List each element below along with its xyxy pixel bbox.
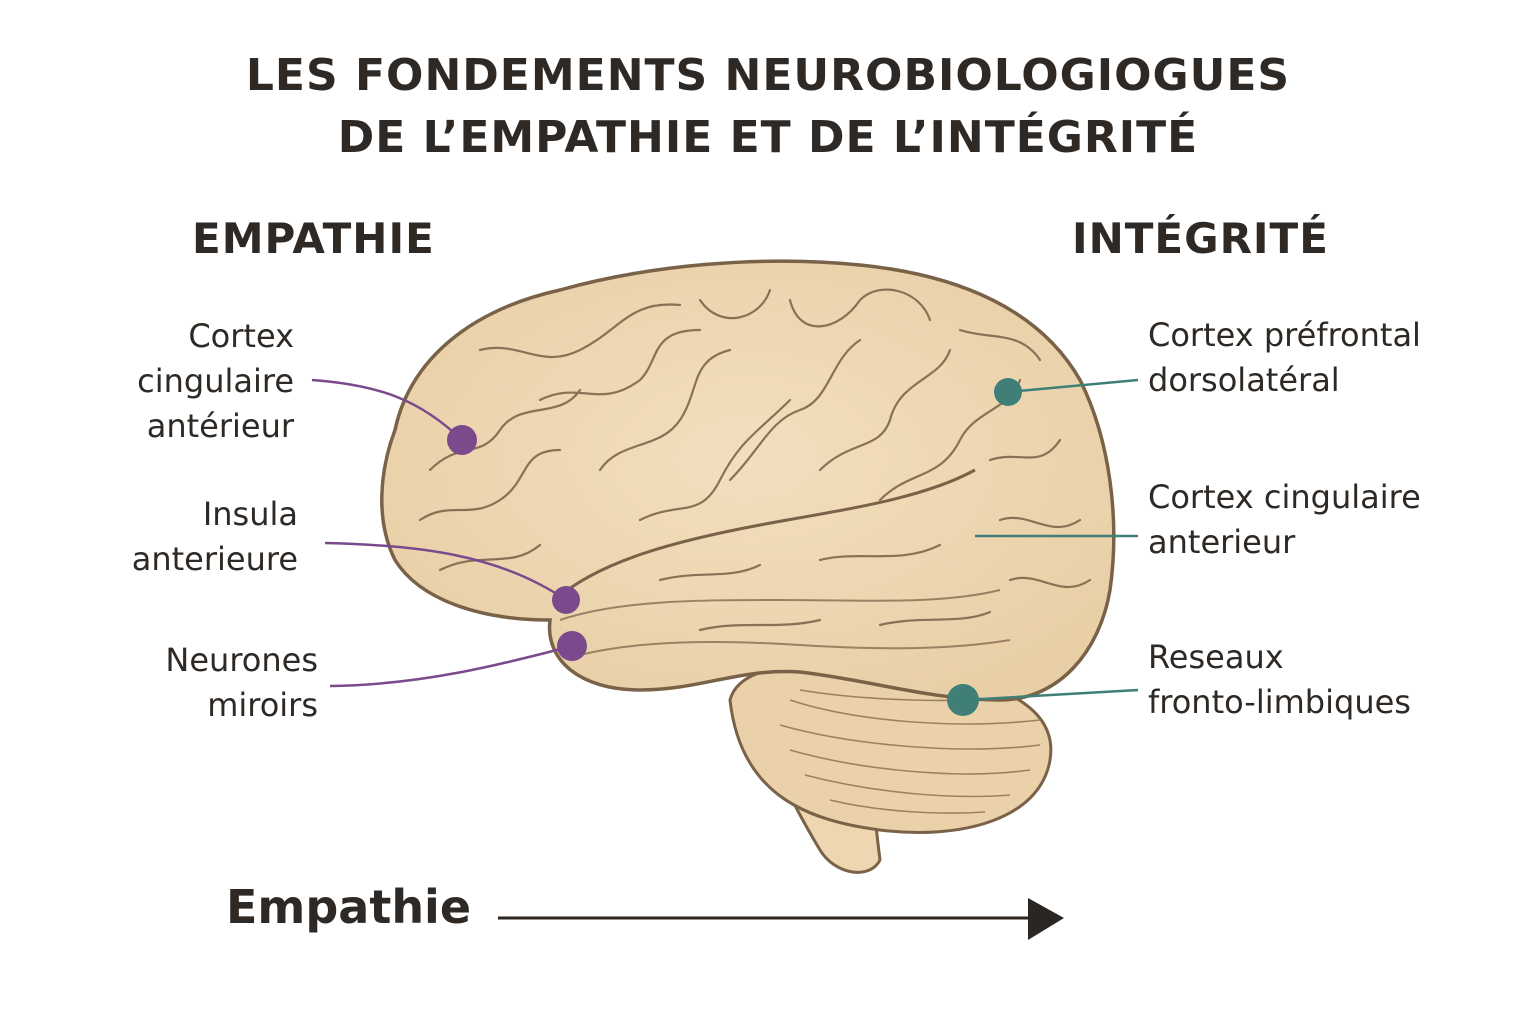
empathie-axis-label: Empathie	[226, 880, 472, 934]
label-line: anterieure	[131, 540, 298, 578]
leader-line-cortex-prefrontal	[1007, 378, 1139, 394]
label-line: anterieur	[1148, 523, 1296, 561]
leader-line-reseaux	[964, 688, 1139, 702]
label-line: dorsolatéral	[1148, 361, 1340, 399]
label-line: Cortex	[188, 317, 294, 355]
marker-reseaux	[947, 684, 979, 716]
label-line: Cortex cingulaire	[1148, 478, 1421, 516]
page-title-line-1: LES FONDEMENTS NEUROBIOLOGIOGUES	[245, 50, 1291, 101]
label-line: Insula	[202, 495, 298, 533]
label-cortex-prefrontal-dorsolateral: Cortex préfrontal dorsolatéral	[1148, 313, 1421, 403]
cortical-folds	[418, 288, 1092, 632]
lateral-sulcus	[554, 468, 976, 602]
label-line: cingulaire	[137, 362, 294, 400]
leader-line-insula	[324, 541, 567, 602]
marker-insula	[552, 586, 580, 614]
label-reseaux-fronto-limbiques: Reseaux fronto-limbiques	[1148, 635, 1411, 725]
heading-empathie: EMPATHIE	[192, 214, 435, 263]
heading-integrite: INTÉGRITÉ	[1072, 214, 1329, 263]
marker-neurones-miroirs	[557, 631, 587, 661]
label-line: antérieur	[146, 407, 294, 445]
marker-cortex-cingulaire	[447, 425, 477, 455]
leader-line-neurones-miroirs	[329, 644, 573, 688]
empathie-arrow-head	[1028, 898, 1064, 940]
label-cortex-cingulaire-anterieur: Cortex cingulaire antérieur	[137, 314, 294, 449]
label-cortex-cingulaire-anterieur-right: Cortex cingulaire anterieur	[1148, 475, 1421, 565]
label-neurones-miroirs: Neurones miroirs	[165, 638, 318, 728]
leader-line-cortex-cingulaire	[311, 378, 463, 441]
label-line: Reseaux	[1148, 638, 1284, 676]
label-line: Neurones	[165, 641, 318, 679]
marker-cortex-prefrontal	[994, 378, 1022, 406]
cerebrum	[380, 259, 1116, 702]
label-line: miroirs	[207, 686, 318, 724]
label-line: fronto-limbiques	[1148, 683, 1411, 721]
page-title-line-2: DE L’EMPATHIE ET DE L’INTÉGRITÉ	[337, 112, 1199, 163]
label-line: Cortex préfrontal	[1148, 316, 1421, 354]
label-insula-anterieure: Insula anterieure	[132, 492, 298, 582]
